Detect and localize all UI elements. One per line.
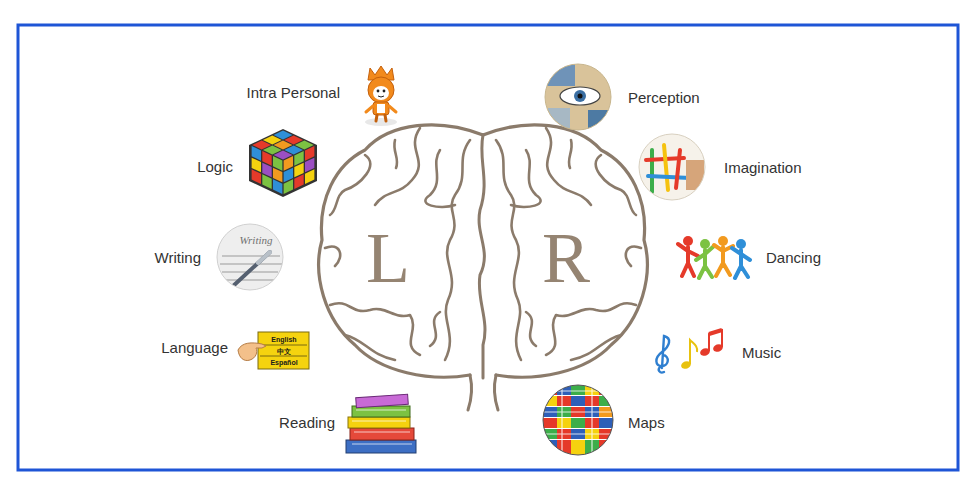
music-icon [656,330,724,373]
skill-label: Imagination [724,160,802,175]
sign-text: English [271,336,296,343]
writing-icon [215,222,285,292]
intrapersonal-icon [365,66,397,126]
skill-label: Writing [155,250,201,265]
skill-label: Dancing [766,250,821,265]
skill-label: Intra Personal [247,85,340,100]
imagination-icon [639,134,705,200]
rubik-cube-icon [249,129,317,197]
language-icon [238,332,309,369]
handwriting-text: Writing [239,235,272,246]
hemisphere-letter: L [366,222,410,294]
perception-icon [545,64,613,130]
skill-label: Language [161,340,228,355]
books-icon [346,394,416,453]
skill-label: Logic [197,159,233,174]
brain-outline [319,125,648,410]
dancing-icon [678,236,750,278]
skill-label: Music [742,345,781,360]
hemisphere-letter: R [542,222,590,294]
maps-icon [543,385,613,455]
skill-label: Reading [279,415,335,430]
frame [18,25,958,470]
sign-text: 中文 [277,347,291,354]
skill-label: Perception [628,90,700,105]
skill-label: Maps [628,415,665,430]
sign-text: Español [270,359,297,366]
